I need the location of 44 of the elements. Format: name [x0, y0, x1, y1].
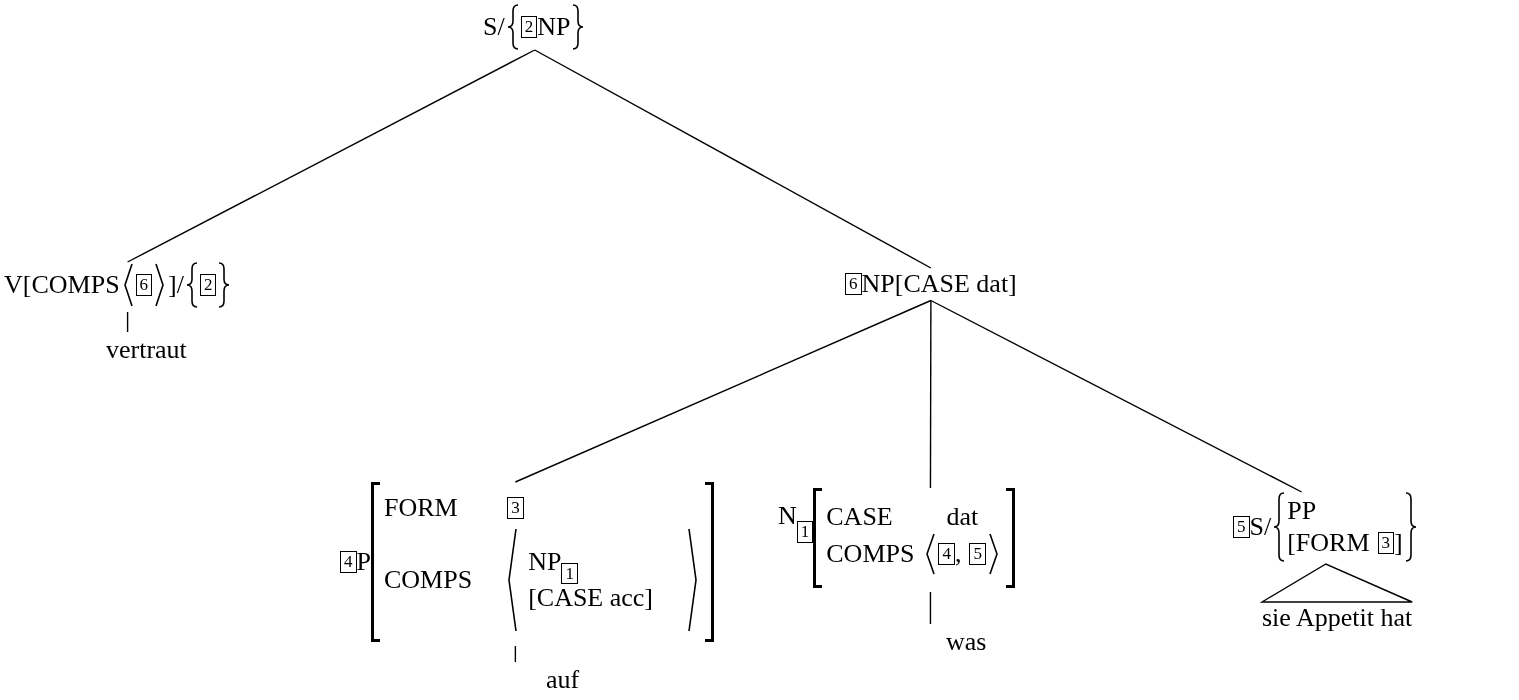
category-label: P [356, 545, 371, 578]
category-label: NP [537, 10, 571, 43]
category-label: S/ [483, 10, 505, 43]
tree-branch [929, 591, 932, 625]
feature-name: COMPS [383, 564, 473, 596]
tag-number: 4 [340, 551, 357, 573]
category-label: PP [1287, 494, 1317, 527]
category-label: , [954, 538, 962, 570]
tag-number: 2 [520, 16, 538, 38]
feature-name: COMPS [826, 538, 915, 570]
tag-number: 5 [1233, 516, 1250, 538]
feature-name: [FORM [1287, 527, 1370, 559]
roof-triangle [1259, 563, 1413, 603]
word-label: auf [546, 664, 580, 696]
tree-branch [534, 49, 932, 269]
tree-branch [514, 299, 932, 483]
feature-name: CASE [826, 500, 893, 533]
word-label: vertraut [106, 334, 187, 366]
tag-number: 6 [845, 273, 862, 295]
category-label: NP[CASE dat] [861, 268, 1017, 300]
tree-branch [929, 299, 932, 489]
tag-number: 2 [200, 274, 217, 296]
tree-branch [126, 311, 129, 333]
tree-branch [514, 645, 517, 663]
tag-number: 1 [561, 562, 578, 585]
category-label: N [778, 500, 797, 532]
category-label: S/ [1249, 510, 1272, 543]
tag-number: 1 [796, 520, 814, 543]
feature-name: FORM [383, 491, 459, 524]
category-label: ]/ [168, 268, 184, 301]
tag-number: 3 [1377, 532, 1395, 554]
feature-value: dat [946, 500, 980, 533]
word-label: was [946, 626, 987, 658]
feature-name: ] [1394, 527, 1403, 559]
category-label: V[COMPS [4, 268, 120, 301]
tag-number: 6 [135, 274, 153, 296]
word-label: sie Appetit hat [1262, 602, 1413, 634]
tag-number: 3 [507, 497, 524, 519]
category-label: NP [528, 545, 562, 578]
tree-branch [126, 49, 536, 263]
tag-number: 4 [938, 543, 955, 565]
feature-value: [CASE acc] [528, 582, 654, 615]
tree-branch [930, 299, 1303, 493]
tag-number: 5 [969, 543, 986, 565]
